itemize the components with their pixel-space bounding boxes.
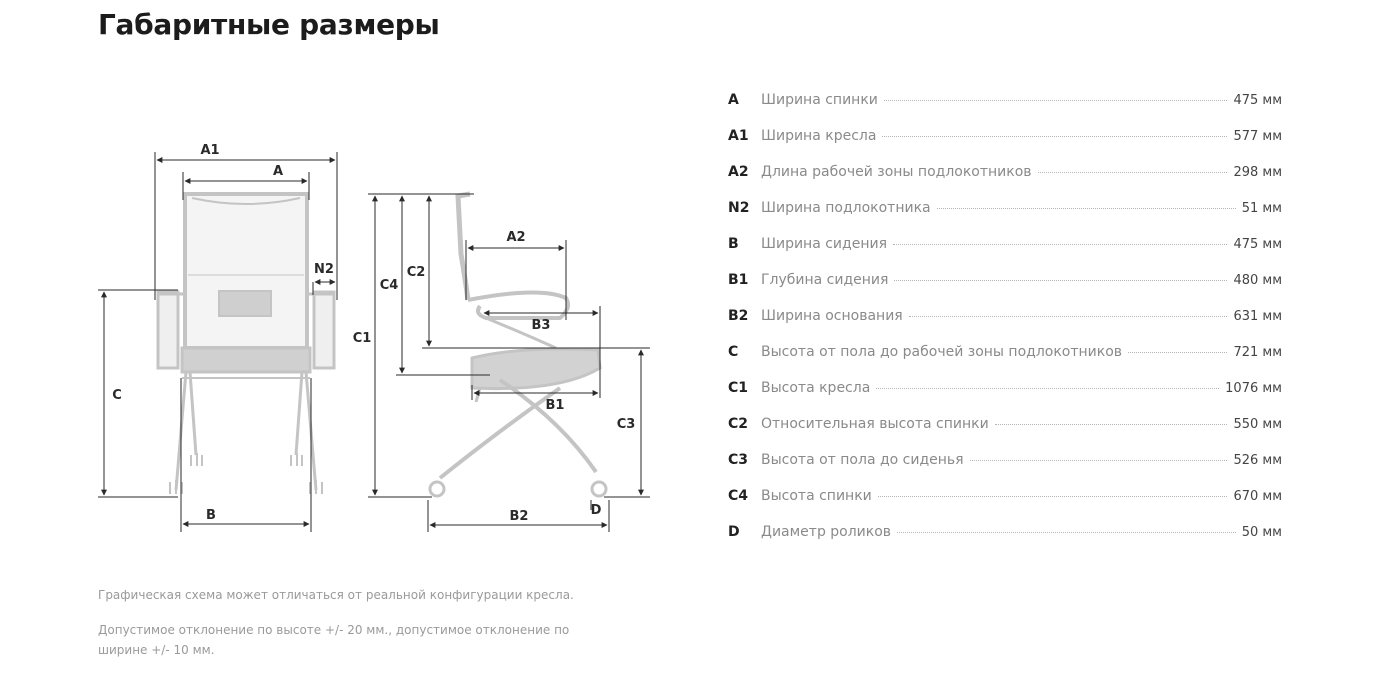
spec-label: Диаметр роликов bbox=[761, 524, 892, 540]
spec-label: Высота от пола до рабочей зоны подлокотн… bbox=[761, 344, 1123, 360]
spec-code: B bbox=[728, 236, 739, 252]
spec-label: Высота спинки bbox=[761, 488, 872, 504]
spec-value: 1076 мм bbox=[1225, 381, 1282, 396]
label-c3: C3 bbox=[617, 417, 636, 432]
spec-code: D bbox=[728, 524, 740, 540]
spec-row: A Ширина спинки 475 мм bbox=[728, 92, 1282, 128]
spec-label: Высота кресла bbox=[761, 380, 871, 396]
spec-row: N2 Ширина подлокотника 51 мм bbox=[728, 200, 1282, 236]
spec-code: N2 bbox=[728, 200, 750, 216]
label-a2: A2 bbox=[506, 230, 525, 245]
spec-label: Ширина основания bbox=[761, 308, 903, 324]
spec-dot-leader bbox=[882, 136, 1228, 137]
spec-row: C4 Высота спинки 670 мм bbox=[728, 488, 1282, 524]
chair-dimensions-diagram: A1 A N2 C B A2 C2 C4 C1 B3 B1 C3 B2 D bbox=[98, 143, 650, 532]
spec-dot-leader bbox=[893, 244, 1228, 245]
spec-dot-leader bbox=[994, 424, 1228, 425]
label-b2: B2 bbox=[510, 509, 529, 524]
spec-value: 721 мм bbox=[1233, 345, 1282, 360]
spec-row: C Высота от пола до рабочей зоны подлоко… bbox=[728, 344, 1282, 380]
spec-value: 577 мм bbox=[1233, 129, 1282, 144]
dimensions-spec-list: A Ширина спинки 475 мм A1 Ширина кресла … bbox=[728, 92, 1282, 560]
label-c: C bbox=[112, 388, 122, 403]
spec-dot-leader bbox=[1037, 172, 1228, 173]
side-dimension-lines bbox=[368, 193, 650, 532]
chair-front-view bbox=[156, 192, 336, 494]
spec-value: 51 мм bbox=[1241, 201, 1282, 216]
spec-value: 475 мм bbox=[1233, 93, 1282, 108]
label-a1: A1 bbox=[200, 143, 219, 158]
spec-label: Ширина подлокотника bbox=[761, 200, 931, 216]
label-b: B bbox=[206, 508, 216, 523]
spec-row: C2 Относительная высота спинки 550 мм bbox=[728, 416, 1282, 452]
spec-label: Ширина спинки bbox=[761, 92, 878, 108]
spec-row: A1 Ширина кресла 577 мм bbox=[728, 128, 1282, 164]
spec-code: A bbox=[728, 92, 739, 108]
spec-value: 298 мм bbox=[1233, 165, 1282, 180]
spec-code: C bbox=[728, 344, 739, 360]
spec-code: C1 bbox=[728, 380, 749, 396]
spec-value: 670 мм bbox=[1233, 489, 1282, 504]
spec-label: Длина рабочей зоны подлокотников bbox=[761, 164, 1032, 180]
spec-row: D Диаметр роликов 50 мм bbox=[728, 524, 1282, 560]
spec-label: Относительная высота спинки bbox=[761, 416, 989, 432]
spec-label: Глубина сидения bbox=[761, 272, 889, 288]
front-dimension-lines bbox=[98, 152, 338, 532]
spec-row: A2 Длина рабочей зоны подлокотников 298 … bbox=[728, 164, 1282, 200]
spec-dot-leader bbox=[876, 388, 1220, 389]
spec-label: Ширина кресла bbox=[761, 128, 877, 144]
spec-value: 475 мм bbox=[1233, 237, 1282, 252]
diagram-disclaimer: Графическая схема может отличаться от ре… bbox=[98, 588, 574, 602]
label-c2: C2 bbox=[407, 265, 426, 280]
label-b3: B3 bbox=[532, 318, 551, 333]
label-n2: N2 bbox=[314, 262, 334, 277]
label-c4: C4 bbox=[380, 278, 399, 293]
spec-row: B Ширина сидения 475 мм bbox=[728, 236, 1282, 272]
spec-dot-leader bbox=[969, 460, 1228, 461]
tolerance-note: Допустимое отклонение по высоте +/- 20 м… bbox=[98, 623, 570, 657]
spec-row: C1 Высота кресла 1076 мм bbox=[728, 380, 1282, 416]
spec-label: Высота от пола до сиденья bbox=[761, 452, 964, 468]
spec-label: Ширина сидения bbox=[761, 236, 887, 252]
spec-code: B1 bbox=[728, 272, 749, 288]
spec-dot-leader bbox=[936, 208, 1236, 209]
spec-row: B1 Глубина сидения 480 мм bbox=[728, 272, 1282, 308]
spec-code: A1 bbox=[728, 128, 749, 144]
page-title: Габаритные размеры bbox=[98, 8, 440, 41]
label-a: A bbox=[273, 164, 283, 179]
spec-dot-leader bbox=[1128, 352, 1228, 353]
spec-value: 50 мм bbox=[1241, 525, 1282, 540]
label-b1: B1 bbox=[546, 398, 565, 413]
spec-value: 631 мм bbox=[1233, 309, 1282, 324]
spec-dot-leader bbox=[883, 100, 1228, 101]
spec-code: C4 bbox=[728, 488, 749, 504]
spec-row: C3 Высота от пола до сиденья 526 мм bbox=[728, 452, 1282, 488]
spec-code: B2 bbox=[728, 308, 749, 324]
spec-code: C3 bbox=[728, 452, 749, 468]
spec-code: C2 bbox=[728, 416, 749, 432]
spec-code: A2 bbox=[728, 164, 749, 180]
spec-value: 480 мм bbox=[1233, 273, 1282, 288]
spec-row: B2 Ширина основания 631 мм bbox=[728, 308, 1282, 344]
dimension-labels: A1 A N2 C B A2 C2 C4 C1 B3 B1 C3 B2 D bbox=[112, 143, 635, 524]
spec-dot-leader bbox=[908, 316, 1228, 317]
spec-dot-leader bbox=[897, 532, 1236, 533]
spec-dot-leader bbox=[894, 280, 1228, 281]
spec-value: 526 мм bbox=[1233, 453, 1282, 468]
spec-dot-leader bbox=[877, 496, 1228, 497]
label-d: D bbox=[591, 503, 602, 518]
spec-value: 550 мм bbox=[1233, 417, 1282, 432]
label-c1: C1 bbox=[353, 331, 372, 346]
